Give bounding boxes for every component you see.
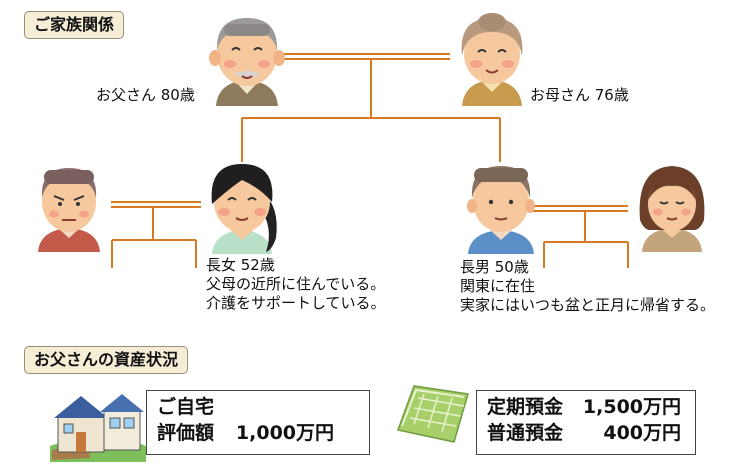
family-section-tag: ご家族関係	[24, 11, 125, 39]
time-deposit-label: 定期預金	[487, 396, 564, 418]
passbook-icon	[397, 385, 469, 443]
son-line1: 長男 50歳	[460, 258, 529, 276]
father-label: お父さん 80歳	[96, 86, 195, 104]
deposit-asset-box: 定期預金 1,500万円 普通預金 400万円	[476, 390, 696, 455]
family-section-title: ご家族関係	[34, 15, 115, 34]
son-line3: 実家にはいつも盆と正月に帰省する。	[460, 296, 716, 314]
grandmother-icon	[461, 13, 523, 106]
time-deposit-value: 1,500万円	[582, 396, 682, 418]
son-in-law-icon	[38, 168, 100, 252]
assets-section-tag: お父さんの資産状況	[24, 346, 189, 374]
home-value: 1,000万円	[235, 422, 335, 444]
daughter-in-law-icon	[639, 166, 705, 252]
daughter-line3: 介護をサポートしている。	[206, 294, 386, 312]
grandfather-icon	[209, 18, 285, 106]
son-line2: 関東に在住	[460, 277, 536, 295]
ordinary-deposit-value: 400万円	[603, 422, 682, 444]
assets-section-title: お父さんの資産状況	[34, 350, 179, 369]
son-icon	[467, 166, 535, 254]
home-asset-box: ご自宅 評価額 1,000万円	[146, 390, 370, 455]
home-value-label: 評価額	[157, 422, 215, 444]
home-box-title: ご自宅	[157, 396, 215, 418]
ordinary-deposit-label: 普通預金	[487, 422, 564, 444]
daughter-line2: 父母の近所に住んでいる。	[206, 275, 386, 293]
daughter-icon	[211, 164, 277, 254]
mother-label: お母さん 76歳	[530, 86, 629, 104]
house-icon	[50, 394, 146, 462]
daughter-line1: 長女 52歳	[206, 256, 275, 274]
